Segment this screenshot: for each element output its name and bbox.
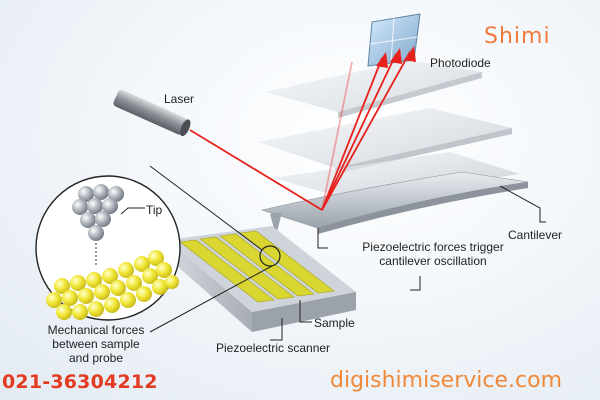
piezo-forces-leader [317,228,328,249]
laser-beams [189,51,411,211]
mech-line1: Mechanical forces [47,323,145,337]
piezo-forces-line1: Piezoelectric forces trigger [362,240,504,254]
brand-logo: Shimi [484,24,551,49]
sample-leader [299,300,312,323]
laser-reflected-beam-3 [321,51,411,211]
cantilever-label: Cantilever [508,228,563,242]
laser-reflected-beam-ghost [321,61,353,211]
photodiode [367,13,421,67]
leader-lines [120,185,546,341]
laser-reflected-beam-1 [321,57,383,211]
zoom-line-top [149,165,263,251]
mech-line3: and probe [68,351,124,365]
phone-number: 021-36304212 [2,371,158,393]
zoom-line-bottom [149,265,273,333]
scanner-label: Piezoelectric scanner [216,341,331,355]
laser-reflected-beam-2 [321,53,397,211]
piezo-forces-label: Piezoelectric forces trigger cantilever … [328,240,538,268]
cantilever-leader [499,185,546,223]
beam-arrowheads [376,46,416,68]
laser-incident-beam [189,129,323,211]
tip-leader [120,207,145,215]
mech-line2: between sample [52,337,140,351]
tip-label: Tip [146,203,163,217]
scanner-leader [270,318,283,341]
photodiode-label: Photodiode [430,56,491,70]
tip-atoms [72,184,124,241]
piezo-forces-line2: cantilever oscillation [379,254,487,268]
sample-label: Sample [314,316,355,330]
website-url: digishimiservice.com [330,368,562,393]
laser-device [113,89,191,137]
cantilever-ghost-top [265,60,482,118]
oscillation-leader [410,276,421,291]
sample-atoms [46,250,179,320]
laser-label: Laser [164,92,195,106]
mechanical-forces-label: Mechanical forces between sample and pro… [34,323,158,365]
